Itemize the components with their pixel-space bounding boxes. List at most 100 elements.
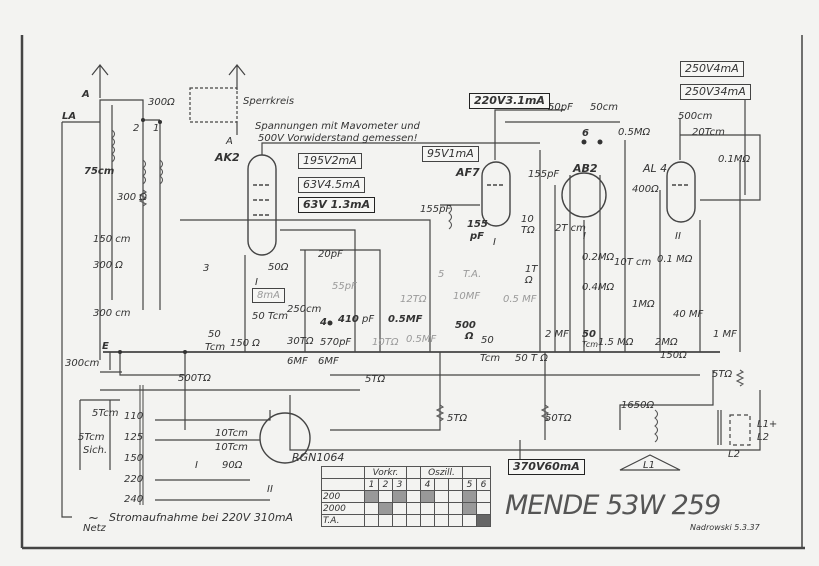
switch-cell [476, 502, 491, 515]
capacitor-unit-label: Tcm [480, 353, 501, 364]
capacitor-label: 50 [481, 335, 494, 346]
resistor-label: 5TΩ [365, 374, 386, 385]
column-header [448, 478, 463, 491]
filament-label: I [195, 460, 198, 471]
switch-point-label: 6 [582, 128, 589, 139]
tube-al4-label: AL 4 [643, 162, 668, 175]
switch-cell [448, 502, 463, 515]
capacitor-label: 155pF [528, 169, 560, 180]
antenna-label-2: A [226, 136, 233, 147]
resistor-unit-label: TΩ [521, 225, 535, 236]
switch-cell [476, 490, 491, 503]
antenna-icon [91, 64, 109, 98]
capacitor-label: 300 cm [93, 308, 131, 319]
resistor-label: 150Ω [660, 350, 687, 361]
switch-cell [434, 514, 449, 527]
measurement-box: 8mA [252, 288, 285, 303]
resistor-label: 400Ω [632, 184, 659, 195]
column-header: 4 [420, 478, 435, 491]
coil-icon [142, 159, 147, 185]
measurement-box: 195V2mA [298, 153, 362, 170]
row-label: 200 [321, 490, 365, 503]
resistor-label: 50Ω [268, 262, 289, 273]
switch-cell-on [364, 490, 379, 503]
switch-cell [392, 514, 407, 527]
power-consumption-note: Stromaufnahme bei 220V 310mA [109, 511, 294, 524]
row-label: T.A. [321, 514, 365, 527]
coil-icon [448, 204, 453, 230]
switch-cell [448, 514, 463, 527]
resistor-label: 5TΩ [712, 369, 733, 380]
capacitor-label: 2 MF [545, 329, 569, 340]
speaker-label: L2 [728, 449, 740, 460]
switch-cell [462, 514, 477, 527]
capacitor-label: 5Tcm [78, 432, 105, 443]
switch-cell [364, 514, 379, 527]
switch-cell [364, 502, 379, 515]
lightning-arrester-label: LA [62, 111, 77, 122]
capacitor-label: 0.5MF [388, 314, 423, 325]
switch-cell [420, 502, 435, 515]
resistor-unit-label: Ω [465, 331, 474, 342]
capacitor-label: 20pF [318, 249, 343, 260]
capacitor-unit-label: Tcm [582, 340, 599, 349]
resistor-icon [138, 189, 148, 207]
speaker-label: L2 [757, 432, 769, 443]
capacitor-label: 0.5 MF [503, 294, 537, 305]
group-header: Vorkr. [364, 466, 407, 479]
switch-cell-on [378, 502, 393, 515]
resistor-label: 10 [521, 214, 534, 225]
capacitor-label: 500cm [678, 111, 713, 122]
mains-label: Netz [83, 523, 106, 534]
switch-point-label: 1 [153, 123, 160, 134]
capacitor-label: 40 MF [673, 309, 704, 320]
mains-symbol: ~ [88, 511, 99, 526]
switch-cell [434, 502, 449, 515]
filament-label: II [267, 484, 273, 495]
switch-point-label: 3 [203, 263, 210, 274]
tube-ak2-icon [247, 154, 277, 256]
resistor-label: 500 [455, 320, 476, 331]
capacitor-label: 50 Tcm [252, 311, 289, 322]
capacitor-label: 0.5MF [406, 334, 437, 345]
capacitor-label: 20Tcm [692, 127, 725, 138]
capacitor-label: 50 [208, 329, 221, 340]
capacitor-label: 10MF [453, 291, 481, 302]
column-header [406, 478, 421, 491]
voltage-tap-label: 110 [124, 411, 144, 422]
speaker-label: L1 [643, 460, 655, 471]
resistor-label: 300Ω [148, 97, 175, 108]
switch-cell-on [420, 490, 435, 503]
filament-label: I [493, 237, 496, 248]
measurement-box: 250V34mA [680, 84, 751, 101]
potentiometer-unit-label: Ω [525, 275, 533, 286]
voltage-tap-label: 240 [124, 494, 144, 505]
coil-icon [111, 129, 116, 163]
capacitor-label: 6MF [287, 356, 308, 367]
tube-ak2-label: AK2 [215, 151, 240, 164]
switch-cell-on [462, 502, 477, 515]
speaker-label: L1+ [757, 419, 778, 430]
capacitor-label: 75cm [84, 166, 115, 177]
resistor-label: 90Ω [222, 460, 243, 471]
switch-point-label: 4 [320, 317, 327, 328]
filament-label: I [583, 231, 586, 242]
resistor-label: 0.2MΩ [582, 252, 615, 263]
resistor-label: 5TΩ [447, 413, 468, 424]
antenna-icon-2 [228, 64, 246, 90]
tube-ab2-icon [561, 172, 607, 218]
resistor-label: 12TΩ [400, 294, 427, 305]
capacitor-label: 250cm [287, 304, 322, 315]
capacitor-label: 155 [467, 219, 488, 230]
resistor-label: 300 Ω [93, 260, 123, 271]
switch-cell [406, 490, 421, 503]
measurement-box: 63V 1.3mA [298, 197, 376, 214]
table-row: T.A. [321, 514, 491, 527]
capacitor-unit-label: pF [362, 314, 375, 325]
switch-cell [392, 502, 407, 515]
resistor-label: 0.1MΩ [718, 154, 751, 165]
resistor-icon [735, 369, 745, 387]
switch-point-label: 2 [133, 123, 140, 134]
filament-label: II [675, 231, 681, 242]
